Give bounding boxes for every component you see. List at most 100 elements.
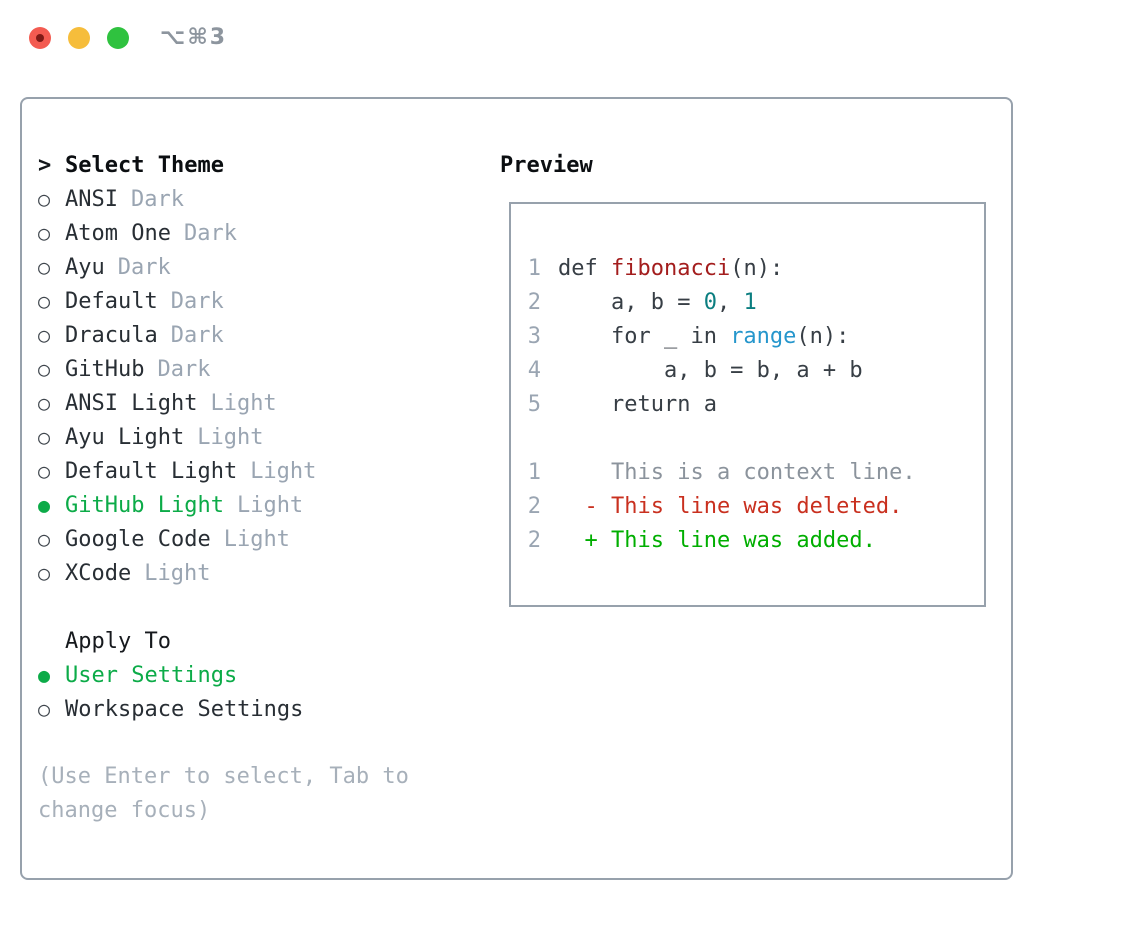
line-number: 2 [527,527,541,553]
select-theme-header: > Select Theme [38,148,478,182]
theme-option[interactable]: ○ Ayu Dark [38,250,478,284]
apply-option[interactable]: ●User Settings [38,658,478,692]
line-number: 3 [527,323,541,349]
apply-to-header: Apply To [38,624,478,658]
code-line: 3 for _ in range(n): [523,319,984,353]
radio-unselected-icon: ○ [38,391,51,415]
apply-to-title: Apply To [65,628,171,654]
theme-name: ANSI [65,186,118,212]
line-number: 2 [527,493,541,519]
radio-unselected-icon: ○ [38,425,51,449]
theme-variant: Dark [117,254,171,280]
code-token: return a [558,391,717,417]
radio-unselected-icon: ○ [38,697,51,721]
code-token: - This line was deleted. [558,493,903,519]
line-content: a, b = b, a + b [558,358,863,383]
apply-option-name: User Settings [65,662,238,688]
theme-variant: Light [250,458,317,484]
code-token: for _ in [558,323,731,349]
code-token: def [558,255,611,281]
close-button[interactable] [29,26,51,49]
code-token: 1 [743,289,757,315]
theme-variant: Light [144,560,211,586]
apply-to-list: ●User Settings ○ Workspace Settings [38,658,478,726]
theme-option[interactable]: ○ Default Light Light [38,454,478,488]
apply-option[interactable]: ○ Workspace Settings [38,692,478,726]
theme-variant: Dark [130,186,184,212]
theme-variant: Light [236,492,304,518]
code-token: fibonacci [610,255,731,281]
spacer [38,726,478,760]
code-token: This is a context line. [558,459,916,485]
theme-option[interactable]: ○ ANSI Dark [38,182,478,216]
code-line: 2 a, b = 0, 1 [523,285,984,319]
theme-name: XCode [65,560,132,586]
radio-unselected-icon: ○ [38,561,51,585]
focus-caret-icon: > [38,152,52,178]
theme-option[interactable]: ○ ANSI Light Light [38,386,478,420]
line-number: 1 [527,459,541,485]
theme-name: GitHub [65,356,145,382]
theme-name: ANSI Light [65,390,198,416]
theme-variant: Dark [170,288,224,314]
code-token: + This line was added. [558,527,876,553]
theme-name: GitHub Light [65,492,224,518]
theme-option[interactable]: ○ XCode Light [38,556,478,590]
theme-option[interactable]: ○ Default Dark [38,284,478,318]
radio-unselected-icon: ○ [38,459,51,483]
theme-name: Google Code [65,526,211,552]
select-theme-title: Select Theme [65,152,224,178]
theme-variant: Dark [170,322,224,348]
theme-name: Atom One [65,220,171,246]
minimize-button[interactable] [68,26,90,49]
code-line [523,421,984,455]
theme-name: Ayu [65,254,105,280]
theme-name: Ayu Light [65,424,185,450]
preview-title: Preview [500,152,593,178]
apply-option-name: Workspace Settings [65,696,304,722]
radio-unselected-icon: ○ [38,255,51,279]
line-number: 1 [527,255,541,281]
radio-unselected-icon: ○ [38,187,51,211]
line-content: for _ in range(n): [558,324,849,349]
window-title: ⌥⌘3 [160,25,228,50]
theme-variant: Light [210,390,277,416]
code-token: (n): [730,255,784,281]
theme-name: Default [65,288,158,314]
code-line: 1 def fibonacci(n): [523,251,984,285]
theme-name: Default Light [65,458,238,484]
line-number: 5 [527,391,541,417]
theme-variant: Light [197,424,264,450]
code-line: 5 return a [523,387,984,421]
line-content: a, b = 0, 1 [558,290,757,315]
line-number: 4 [527,357,541,383]
theme-option[interactable]: ○ Ayu Light Light [38,420,478,454]
line-content: This is a context line. [558,460,916,485]
code-token: a, b = b, a + b [558,357,863,383]
radio-unselected-icon: ○ [38,289,51,313]
theme-variant: Dark [157,356,211,382]
line-content: def fibonacci(n): [558,256,783,281]
theme-variant: Light [223,526,290,552]
titlebar: ⌥⌘3 [0,0,1140,75]
radio-unselected-icon: ○ [38,221,51,245]
code-token: (n): [796,323,850,349]
spacer [38,590,478,624]
zoom-button[interactable] [107,26,129,49]
code-token: range [730,323,797,349]
code-token: , [716,289,744,315]
code-token: a, b = [558,289,704,315]
line-content: + This line was added. [558,527,876,553]
line-content: - This line was deleted. [558,494,902,519]
code-line: 2 - This line was deleted. [523,489,984,523]
